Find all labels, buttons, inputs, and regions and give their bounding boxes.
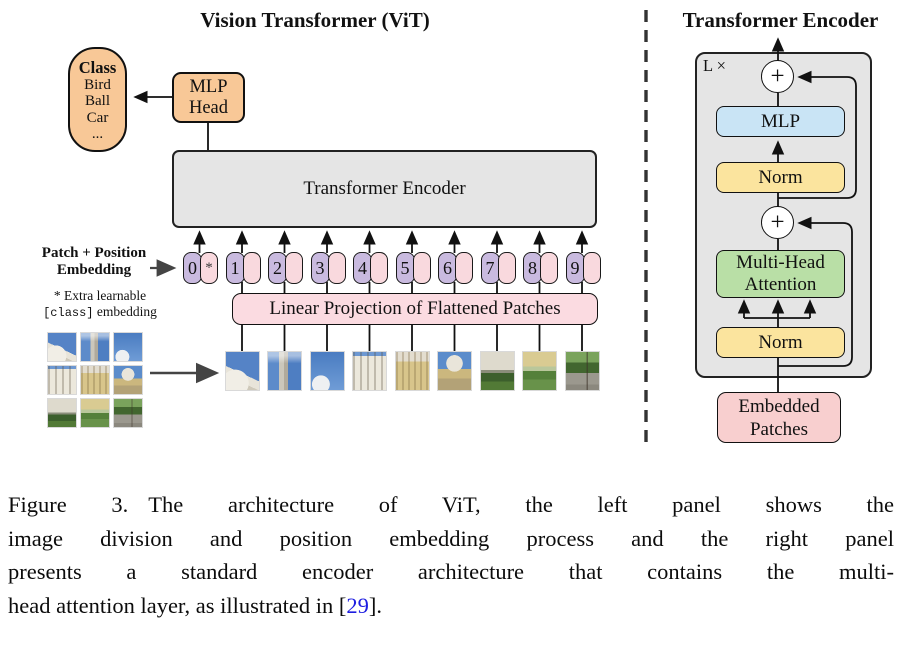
patch-position-embedding-label: Patch + Position Embedding [41,245,147,278]
mlp-head-box: MLP Head [172,72,245,123]
image-patch-2 [81,333,109,361]
token-6: 6 [438,252,473,284]
token-7: 7 [480,252,516,284]
patch-embedding-5 [412,252,431,284]
patch-embedding-6 [455,252,473,284]
caption-line-3: presents a standard encoder architecture… [8,559,894,584]
image-patch-4 [48,366,76,394]
mlp-box: MLP [716,106,845,137]
citation-29[interactable]: 29 [346,592,369,618]
multi-head-attention-box: Multi-Head Attention [716,250,845,298]
image-patch-5 [81,366,109,394]
norm-box-bottom: Norm [716,327,845,358]
image-patch-1 [48,333,76,361]
caption-line-2: image division and position embedding pr… [8,525,894,551]
position-embedding-5: 5 [395,252,415,284]
flattened-patch-6 [438,352,471,390]
flattened-patch-9 [566,352,599,390]
flattened-patch-7 [481,352,514,390]
patch-embedding-2 [285,252,303,284]
patch-embedding-3 [327,252,346,284]
figure-caption: Figure 3.The architecture of ViT, the le… [8,488,894,622]
left-panel-title: Vision Transformer (ViT) [200,8,430,32]
token-4: 4 [353,252,388,284]
caption-line-1: Figure 3.The architecture of ViT, the le… [8,492,894,517]
flattened-patch-3 [311,352,344,390]
patch-embedding-4 [370,252,388,284]
patch-embedding-1 [242,252,261,284]
image-patch-3 [114,333,142,361]
class-item-ellipsis: ... [91,126,104,142]
token-8: 8 [523,252,558,284]
embedded-patches-box: Embedded Patches [717,392,841,443]
figure-number: Figure 3. [8,492,129,517]
flattened-patch-2 [268,352,301,390]
flattened-patch-4 [353,352,386,390]
right-panel-title: Transformer Encoder [682,8,879,32]
residual-add-top: + [761,60,794,93]
residual-add-bottom: + [761,206,794,239]
class-item-car: Car [86,109,109,126]
class-output-box: Class Bird Ball Car ... [68,47,127,152]
flattened-patch-5 [396,352,429,390]
input-image-grid [48,333,142,427]
layers-repeat-label: L × [703,56,726,75]
patch-embedding-9 [582,252,601,284]
token-3: 3 [310,252,346,284]
class-token-code: [class] [43,305,94,320]
position-embedding-1: 1 [225,252,245,284]
token-0: 0 * [183,252,218,284]
token-5: 5 [395,252,431,284]
linear-projection-box: Linear Projection of Flattened Patches [232,293,598,325]
caption-line-4: head attention layer, as illustrated in … [8,592,382,618]
patch-embedding-7 [497,252,516,284]
token-1: 1 [225,252,261,284]
class-item-ball: Ball [85,93,110,109]
class-token-embedding: * [200,252,218,284]
position-embedding-9: 9 [565,252,585,284]
token-9: 9 [565,252,601,284]
image-patch-9 [114,399,142,427]
image-patch-8 [81,399,109,427]
class-item-bird: Bird [84,76,111,93]
flattened-patch-1 [226,352,259,390]
flattened-patch-8 [523,352,556,390]
norm-box-top: Norm [716,162,845,193]
extra-learnable-note: * Extra learnable [class] embedding [43,288,157,320]
class-header: Class [78,58,117,77]
position-embedding-3: 3 [310,252,330,284]
image-patch-7 [48,399,76,427]
transformer-encoder-box: Transformer Encoder [172,150,597,228]
token-2: 2 [268,252,303,284]
image-patch-6 [114,366,142,394]
position-embedding-7: 7 [480,252,500,284]
patch-embedding-8 [540,252,558,284]
